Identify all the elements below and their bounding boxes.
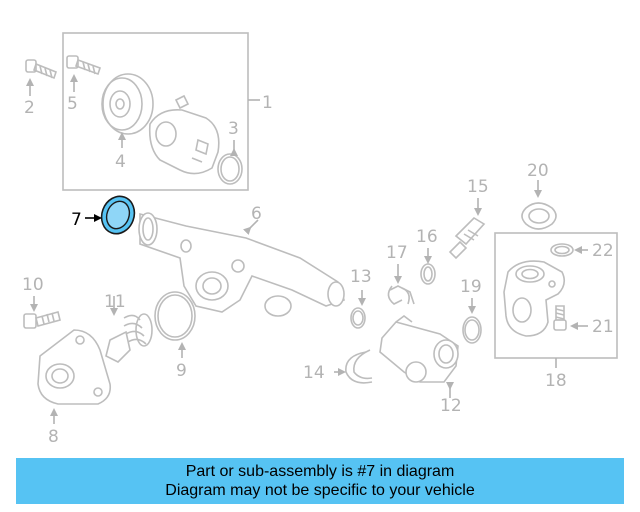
group-box-18: [494, 232, 618, 368]
callout-8: 8: [48, 427, 59, 447]
callout-6: 6: [251, 204, 262, 224]
part-16-o-ring: [420, 248, 436, 285]
callout-7: 7: [71, 210, 82, 230]
part-2-bolt: [25, 59, 57, 96]
part-5-bolt: [66, 55, 102, 92]
callout-3: 3: [228, 119, 239, 139]
part-21-bolt: [553, 305, 588, 331]
callout-1: 1: [262, 93, 273, 113]
part-13-o-ring: [350, 290, 366, 329]
callout-5: 5: [67, 94, 78, 114]
callout-11: 11: [104, 292, 126, 312]
callout-4: 4: [115, 152, 126, 172]
part-17-clip: [387, 264, 415, 305]
banner-line-2: Diagram may not be specific to your vehi…: [165, 482, 475, 499]
part-15-sensor: [448, 198, 486, 260]
group-box-1: [62, 32, 260, 191]
part-7-gasket-highlighted[interactable]: [85, 192, 140, 239]
callout-13: 13: [350, 267, 372, 287]
part-14-clip: [334, 349, 373, 384]
banner-line-1: Part or sub-assembly is #7 in diagram: [185, 463, 455, 480]
callout-19: 19: [460, 277, 482, 297]
coolant-outlet: [503, 260, 566, 337]
part-19-o-ring: [462, 298, 482, 344]
part-22-o-ring: [550, 243, 588, 257]
callout-22: 22: [592, 241, 614, 261]
callout-16: 16: [416, 227, 438, 247]
part-9-o-ring: [154, 291, 196, 358]
water-pump-body: [148, 94, 220, 175]
callout-18: 18: [545, 371, 567, 391]
part-6-coolant-flange: [138, 212, 346, 317]
callout-17: 17: [386, 243, 408, 263]
callout-15: 15: [467, 177, 489, 197]
part-4-pulley: [101, 73, 154, 148]
part-11-thermostat: [105, 296, 153, 363]
callout-21: 21: [592, 317, 614, 337]
callout-12: 12: [440, 396, 462, 416]
callout-20: 20: [527, 161, 549, 181]
part-20-gasket: [521, 180, 557, 230]
part-12-connector: [379, 315, 459, 398]
callout-9: 9: [176, 361, 187, 381]
callout-2: 2: [24, 98, 35, 118]
callout-10: 10: [22, 275, 44, 295]
part-8-housing: [37, 329, 112, 424]
callout-14: 14: [303, 363, 325, 383]
info-banner: Part or sub-assembly is #7 in diagram Di…: [16, 458, 624, 504]
part-10-bolt: [23, 296, 61, 329]
part-3-o-ring: [217, 140, 243, 185]
